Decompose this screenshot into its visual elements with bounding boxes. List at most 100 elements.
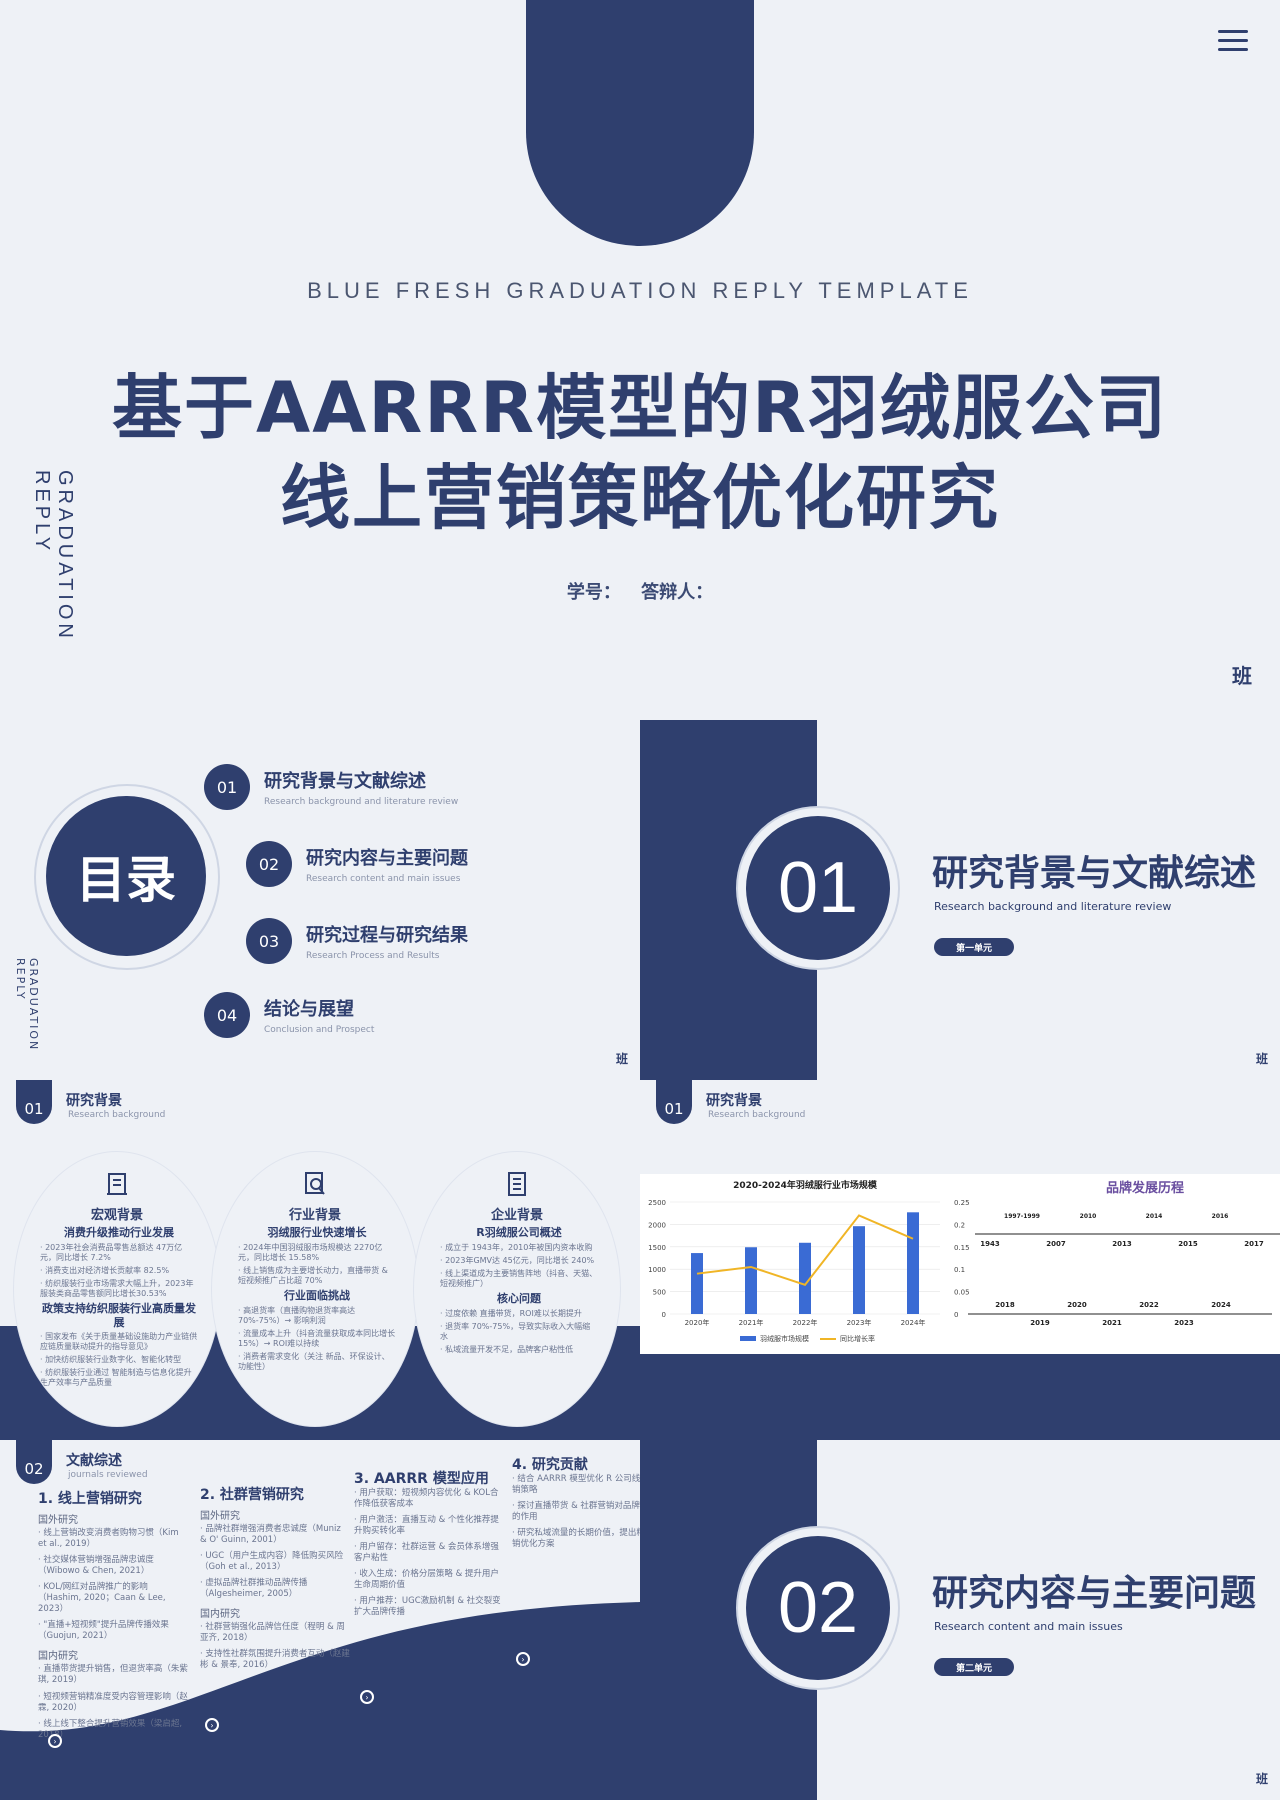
class-label: 班: [1256, 1052, 1269, 1066]
column-bullet: · "直播+短视频"提升品牌传播效果（Guojun, 2021）: [38, 1620, 169, 1642]
card-bullet: · 退货率 70%-75%，导致实际收入大幅缩水: [440, 1321, 591, 1341]
y-tick-label: 2500: [648, 1199, 666, 1207]
toc-item-03[interactable]: 03 研究过程与研究结果 Research Process and Results: [246, 918, 468, 964]
growth-line: [696, 1214, 914, 1287]
x-tick-label: 2020年: [685, 1318, 710, 1327]
toc-number: 04: [204, 992, 250, 1038]
y2-tick-label: 0.1: [954, 1266, 965, 1274]
toc-label: 研究背景与文献综述: [264, 771, 426, 792]
toc-label: 研究过程与研究结果: [306, 925, 468, 946]
chevron-right-icon[interactable]: ›: [516, 1652, 530, 1666]
timeline-year: 2013: [1112, 1240, 1132, 1248]
timeline-year: 2015: [1178, 1240, 1198, 1248]
column-bullet: · 社群营销强化品牌信任度（程明 & 周亚齐, 2018）: [200, 1622, 345, 1644]
card-bullet: · 纺织服装行业通过 智能制造与信息化提升生产效率与产品质量: [40, 1368, 192, 1388]
x-tick-label: 2022年: [793, 1318, 818, 1327]
background-card: 行业背景羽绒服行业快速增长· 2024年中国羽绒服市场规模达 2270亿元，同比…: [212, 1152, 418, 1426]
class-label: 班: [1232, 664, 1252, 688]
card-bullet: · 2023年社会消费品零售总额达 47万亿元，同比增长 7.2%: [40, 1242, 183, 1262]
toc-number: 02: [246, 841, 292, 887]
section-tag-number: 01: [16, 1080, 52, 1124]
column-bullet: · 用户激活：直播互动 & 个性化推荐提升购买转化率: [354, 1515, 499, 1537]
card-bullet: · 线上销售成为主要增长动力，直播带货 & 短视频推广占比超 70%: [238, 1265, 388, 1285]
column-bullet: · 用户留存：社群运营 & 会员体系增强客户粘性: [354, 1542, 499, 1564]
timeline-year: 2022: [1139, 1301, 1159, 1309]
slide-title: 文献综述: [66, 1453, 122, 1469]
timeline-year: 2017: [1244, 1240, 1264, 1248]
title-line-2: 线上营销策略优化研究: [280, 457, 1000, 539]
slide-subtitle: Research background: [68, 1110, 166, 1120]
y-tick-label: 1000: [648, 1266, 666, 1274]
card-bullet: · 加快纺织服装行业数字化、智能化转型: [40, 1355, 182, 1365]
column-bullet: · UGC（用户生成内容）降低购买风险（Goh et al., 2013）: [200, 1551, 344, 1573]
bar: [799, 1242, 811, 1314]
chevron-right-icon[interactable]: ›: [205, 1718, 219, 1732]
card-subheading: 行业面临挑战: [284, 1288, 350, 1302]
section-title: 研究内容与主要问题: [932, 1573, 1257, 1614]
section-02-slide: 02 研究内容与主要问题 Research content and main i…: [640, 1440, 1280, 1800]
chart-title: 2020-2024年羽绒服行业市场规模: [733, 1179, 878, 1191]
title-line-1: 基于AARRR模型的R羽绒服公司: [112, 367, 1168, 449]
card-bullet: · 消费支出对经济增长贡献率 82.5%: [40, 1265, 170, 1275]
toc-number: 03: [246, 918, 292, 964]
unit-pill[interactable]: 第二单元: [934, 1658, 1014, 1676]
card-subheading: R羽绒服公司概述: [476, 1226, 562, 1239]
y-tick-label: 1500: [648, 1244, 666, 1252]
class-label: 班: [1256, 1772, 1269, 1786]
chevron-right-icon[interactable]: ›: [48, 1734, 62, 1748]
x-tick-label: 2021年: [739, 1318, 764, 1327]
x-tick-label: 2023年: [847, 1318, 872, 1327]
column-title: 4. 研究贡献: [512, 1457, 588, 1473]
column-title: 2. 社群营销研究: [200, 1487, 304, 1503]
slide-subtitle: journals reviewed: [68, 1470, 148, 1480]
legend-swatch-bar: [740, 1336, 756, 1341]
column-bullet: · 收入生成：价格分层策略 & 提升用户生命周期价值: [354, 1569, 499, 1591]
section-number: 01: [746, 816, 890, 960]
y2-tick-label: 0: [954, 1311, 958, 1319]
card-bullet: · 高退货率（直播购物退货率高达 70%-75%）→ 影响利润: [238, 1305, 356, 1325]
column-bullet: · 研究私域流量的长期价值，提出精准营销优化方案: [512, 1528, 640, 1550]
column-subheading: 国外研究: [38, 1515, 78, 1526]
timeline-range: 2016: [1212, 1213, 1229, 1220]
bar: [907, 1212, 919, 1314]
column-bullet: · 支持性社群氛围提升消费者互动（赵建彬 & 景奉, 2016）: [200, 1649, 350, 1671]
card-bullet: · 纺织服装行业市场需求大幅上升，2023年服装类商品零售额同比增长30.53%: [40, 1278, 194, 1298]
timeline-range: 2010: [1080, 1213, 1097, 1220]
vertical-text: GRADUATION REPLY: [14, 958, 40, 1052]
toc-sublabel: Research Process and Results: [306, 951, 440, 961]
literature-column: 2. 社群营销研究国外研究· 品牌社群增强消费者忠诚度（Muniz & O' G…: [200, 1484, 350, 1676]
unit-pill[interactable]: 第一单元: [934, 938, 1014, 956]
bar: [853, 1226, 865, 1314]
bar: [691, 1253, 703, 1314]
legend-label: 羽绒服市场规模: [760, 1334, 809, 1343]
timeline-year: 2018: [995, 1301, 1015, 1309]
column-bullet: · 探讨直播带货 & 社群营销对品牌成长的作用: [512, 1501, 640, 1523]
card-bullet: · 消费者需求变化（关注 新品、环保设计、功能性）: [238, 1351, 390, 1371]
market-size-chart: 2020-2024年羽绒服行业市场规模050010001500200025000…: [648, 1179, 1280, 1343]
chevron-right-icon[interactable]: ›: [360, 1690, 374, 1704]
card-bullet: · 私域流量开发不足，品牌客户粘性低: [440, 1344, 574, 1354]
toc-number: 01: [204, 764, 250, 810]
literature-slide: 02 文献综述 journals reviewed 1. 线上营销研究国外研究·…: [0, 1440, 640, 1800]
timeline-year: 2021: [1102, 1319, 1122, 1327]
menu-icon[interactable]: [1218, 30, 1248, 52]
toc-label: 研究内容与主要问题: [306, 848, 468, 869]
section-subtitle: Research content and main issues: [934, 1620, 1123, 1633]
column-bullet: · KOL/网红对品牌推广的影响（Hashim, 2020；Caan & Lee…: [38, 1582, 166, 1615]
slide-title: 研究背景: [706, 1093, 762, 1109]
y-tick-label: 500: [653, 1289, 666, 1297]
wave-decoration: [0, 1602, 640, 1800]
card-bullet: · 国家发布《关于质量基础设施助力产业链供应链质量联动提升的指导意见》: [40, 1332, 198, 1352]
column-bullet: · 直播带货提升销售，但退货率高（朱紫琪, 2019）: [38, 1664, 188, 1686]
card-title: 宏观背景: [90, 1208, 143, 1223]
column-subheading: 国内研究: [200, 1609, 240, 1621]
toc-sublabel: Conclusion and Prospect: [264, 1025, 375, 1035]
toc-title: 目录: [46, 796, 206, 956]
card-title: 企业背景: [490, 1208, 543, 1223]
